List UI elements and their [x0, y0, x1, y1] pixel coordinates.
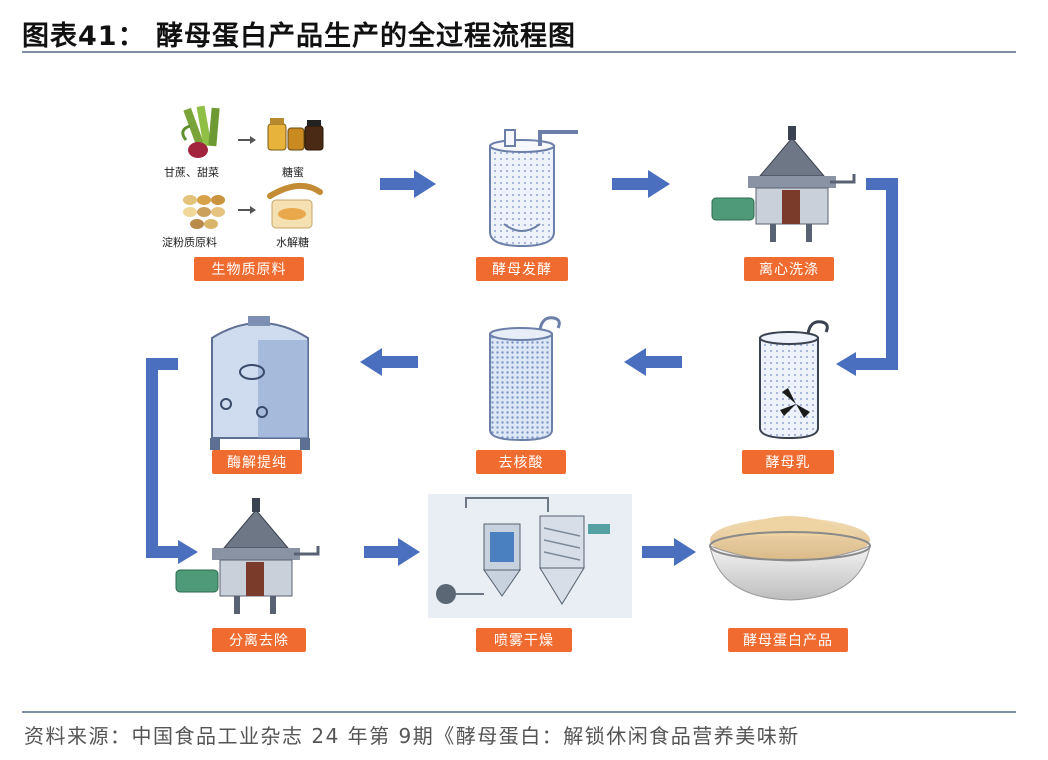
arrow-icon — [238, 206, 256, 214]
arrow-icon — [238, 136, 256, 144]
footer-divider — [22, 711, 1016, 713]
starch-grains-icon — [183, 195, 225, 229]
raw-label-molasses: 糖蜜 — [282, 165, 304, 179]
step-separation: 分离去除 — [212, 628, 306, 652]
raw-label-sugarcane: 甘蔗、甜菜 — [164, 166, 219, 179]
hydrolyzed-sugar-icon — [267, 183, 323, 229]
title-divider — [22, 51, 1016, 53]
molasses-icon — [267, 118, 324, 151]
step-yeast-milk: 酵母乳 — [742, 450, 834, 474]
step-fermentation: 酵母发酵 — [476, 257, 568, 281]
step-centrifugal-wash: 离心洗涤 — [744, 257, 834, 281]
protein-powder-bowl-icon — [709, 516, 871, 601]
centrifuge-icon — [175, 498, 320, 614]
raw-materials-illustration — [181, 105, 324, 229]
step-biomass: 生物质原料 — [194, 257, 304, 281]
spray-dryer-icon — [428, 494, 632, 618]
flow-connector — [146, 358, 198, 564]
yeast-milk-tank-icon — [759, 320, 829, 440]
step-enzymolysis: 酶解提纯 — [212, 450, 302, 474]
fermentation-tank-icon — [489, 129, 578, 248]
raw-label-hydrolyzed: 水解糖 — [276, 235, 309, 249]
flow-arrow — [364, 538, 420, 566]
title-bar: 图表41： 酵母蛋白产品生产的全过程流程图 — [22, 14, 1016, 52]
raw-label-starch: 淀粉质原料 — [162, 235, 217, 249]
step-nucleic-acid-removal: 去核酸 — [476, 450, 566, 474]
enzymolysis-reactor-icon — [210, 316, 310, 450]
step-spray-drying: 喷雾干燥 — [476, 628, 572, 652]
nucleic-acid-tank-icon — [489, 316, 561, 442]
page-title: 图表41： 酵母蛋白产品生产的全过程流程图 — [22, 21, 576, 52]
flow-arrow — [380, 170, 436, 198]
flow-arrow — [642, 538, 696, 566]
flow-arrow — [360, 348, 418, 376]
centrifuge-icon — [711, 126, 856, 242]
flow-arrow — [624, 348, 682, 376]
flow-arrow — [612, 170, 670, 198]
source-note: 资料来源：中国食品工业杂志 24 年第 9期《酵母蛋白：解锁休闲食品营养美味新 — [24, 724, 800, 748]
step-product: 酵母蛋白产品 — [728, 628, 848, 652]
stirrer-icon — [780, 388, 810, 418]
flow-connector — [836, 178, 898, 376]
sugarcane-beet-icon — [181, 105, 220, 158]
